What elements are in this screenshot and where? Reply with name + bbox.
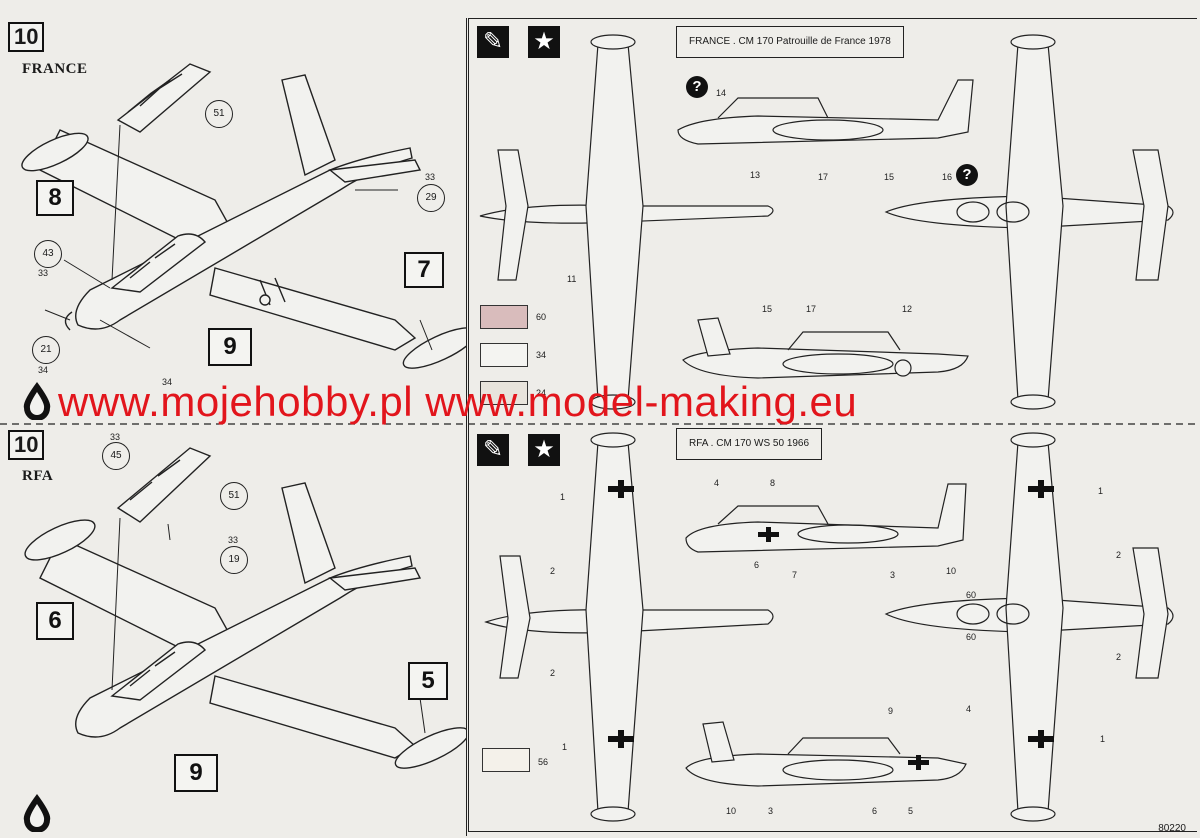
swatch-label-34: 34 <box>536 350 547 360</box>
callout-part-33-left: 33 <box>38 268 49 278</box>
rfa-callout-60a: 60 <box>966 590 977 600</box>
part-box-8: 8 <box>36 180 74 216</box>
callout-11: 11 <box>567 274 577 284</box>
callout-part-43: 43 <box>34 240 62 268</box>
catalog-number: 80220 <box>1158 823 1186 834</box>
part-box-7: 7 <box>404 252 444 288</box>
swatch-label-56: 56 <box>538 757 549 767</box>
aircraft-views-france <box>479 34 1174 410</box>
rfa-callout-8: 8 <box>770 478 776 488</box>
country-label-rfa: RFA <box>22 468 54 484</box>
rfa-callout-6: 6 <box>754 560 760 570</box>
callout-15-b: 15 <box>762 304 773 314</box>
rfa-callout-2b: 2 <box>550 668 556 678</box>
aircraft-views-rfa <box>484 432 1174 822</box>
rfa-callout-4b: 4 <box>966 704 972 714</box>
paint-brush-icon: ✎ <box>477 26 509 58</box>
rfa-callout-2d: 2 <box>1116 652 1122 662</box>
callout-part-19: 19 <box>220 546 248 574</box>
rfa-callout-60b: 60 <box>966 632 977 642</box>
color-swatch-56 <box>482 748 530 772</box>
callout-16: 16 <box>942 172 953 182</box>
callout-12: 12 <box>902 304 913 314</box>
callout-part-51: 51 <box>205 100 233 128</box>
callout-part-33-top: 33 <box>425 172 436 182</box>
callout-part-33-b1: 33 <box>110 432 121 442</box>
callout-part-33-b2: 33 <box>228 535 239 545</box>
rfa-callout-3b: 3 <box>768 806 774 816</box>
part-box-9-b: 9 <box>174 754 218 792</box>
rfa-callout-3: 3 <box>890 570 896 580</box>
callout-part-21: 21 <box>32 336 60 364</box>
callout-part-51-b: 51 <box>220 482 248 510</box>
glue-drop-icon-b <box>23 794 51 832</box>
rfa-callout-1: 1 <box>560 492 566 502</box>
callout-part-45: 45 <box>102 442 130 470</box>
star-icon-b: ★ <box>528 434 560 466</box>
callout-14: 14 <box>716 88 727 98</box>
callout-part-29: 29 <box>417 184 445 212</box>
rfa-callout-1c: 1 <box>1100 734 1106 744</box>
callout-part-34-right: 34 <box>162 377 173 387</box>
callout-17: 17 <box>818 172 829 182</box>
star-icon: ★ <box>528 26 560 58</box>
left-panel-frame <box>2 18 467 836</box>
swatch-label-24: 24 <box>536 388 547 398</box>
glue-drop-icon <box>23 382 51 420</box>
paint-brush-icon-b: ✎ <box>477 434 509 466</box>
question-icon-top: ? <box>686 76 708 98</box>
rfa-callout-4: 4 <box>714 478 720 488</box>
step-number-top: 10 <box>8 22 45 52</box>
aircraft-drawing-france-assembly <box>21 63 466 369</box>
rfa-callout-1d: 1 <box>562 742 568 752</box>
rfa-callout-9: 9 <box>888 706 894 716</box>
callout-15: 15 <box>884 172 895 182</box>
aircraft-drawing-rfa-assembly <box>24 447 466 769</box>
callout-part-34-left: 34 <box>38 365 49 375</box>
callout-17-b: 17 <box>806 304 817 314</box>
scheme-caption-france: FRANCE . CM 170 Patrouille de France 197… <box>676 26 904 58</box>
rfa-callout-2a: 2 <box>550 566 556 576</box>
color-swatch-24 <box>480 381 528 405</box>
step-number-bottom: 10 <box>8 430 45 460</box>
part-box-6: 6 <box>36 602 74 640</box>
color-swatch-60 <box>480 305 528 329</box>
question-icon-right: ? <box>956 164 978 186</box>
rfa-callout-7: 7 <box>792 570 798 580</box>
rfa-callout-10b: 10 <box>726 806 737 816</box>
rfa-callout-6b: 6 <box>872 806 878 816</box>
callout-13: 13 <box>750 170 761 180</box>
rfa-callout-5: 5 <box>908 806 914 816</box>
rfa-callout-2c: 2 <box>1116 550 1122 560</box>
part-box-9: 9 <box>208 328 252 366</box>
swatch-label-60: 60 <box>536 312 547 322</box>
scheme-caption-rfa: RFA . CM 170 WS 50 1966 <box>676 428 823 460</box>
color-swatch-34 <box>480 343 528 367</box>
part-box-5: 5 <box>408 662 448 700</box>
rfa-callout-10: 10 <box>946 566 957 576</box>
right-panel-frame <box>468 18 1197 832</box>
rfa-callout-1b: 1 <box>1098 486 1104 496</box>
country-label-france: FRANCE <box>22 61 88 77</box>
watermark-text: www.mojehobby.pl www.model-making.eu <box>58 378 858 425</box>
